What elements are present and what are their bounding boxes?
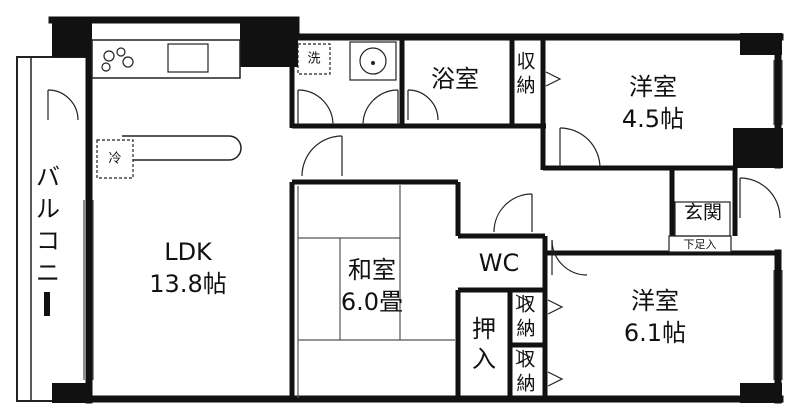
washing-machine: 洗 <box>297 43 331 75</box>
ldk-size: 13.8帖 <box>149 270 226 298</box>
balcony-char-2: ル <box>36 195 60 223</box>
oshiire-label: 押 入 <box>472 315 496 373</box>
shoe-storage-label: 下足入 <box>684 238 717 251</box>
refrigerator: 冷 <box>96 139 134 179</box>
yoshitsu-south-label: 洋室 <box>631 287 679 315</box>
balcony-char-3: コ <box>36 227 60 255</box>
exterior-walls <box>48 16 784 404</box>
closet-mid-label: 収 納 <box>516 294 535 340</box>
yoshitsu-south-size: 6.1帖 <box>624 319 686 347</box>
svg-text:収: 収 <box>516 51 535 73</box>
balcony-char-1: バ <box>36 163 60 191</box>
yoshitsu-north-size: 4.5帖 <box>622 105 684 133</box>
svg-text:収: 収 <box>516 294 535 316</box>
entrance-floor <box>674 201 731 237</box>
washitsu-label: 和室 <box>348 256 396 284</box>
balcony-label: バ ル コ ニ <box>36 163 60 316</box>
fridge-label: 冷 <box>108 152 121 167</box>
svg-text:納: 納 <box>516 318 535 340</box>
bath-label: 浴室 <box>431 65 479 93</box>
closet-bottom-label: 収 納 <box>516 349 535 395</box>
closet-top-label: 収 納 <box>516 51 535 97</box>
door-swings <box>47 71 781 387</box>
washitsu-size: 6.0畳 <box>341 288 403 316</box>
balcony-char-5-dash <box>44 292 50 316</box>
svg-text:納: 納 <box>516 75 535 97</box>
stove-icon <box>101 47 134 72</box>
svg-text:納: 納 <box>516 373 535 395</box>
interior-walls <box>289 37 780 400</box>
wash-basin <box>349 41 397 81</box>
svg-text:入: 入 <box>472 345 496 373</box>
kitchen-counter <box>91 39 241 79</box>
kitchen-peninsula <box>122 135 242 161</box>
svg-text:押: 押 <box>472 315 496 343</box>
ldk-label: LDK <box>164 238 213 266</box>
washer-label: 洗 <box>307 52 320 67</box>
windows <box>83 60 783 380</box>
balcony <box>16 56 88 402</box>
yoshitsu-north-label: 洋室 <box>629 73 677 101</box>
tatami-lines <box>297 185 455 398</box>
svg-text:収: 収 <box>516 349 535 371</box>
entrance-label: 玄関 <box>684 202 722 224</box>
wc-label: WC <box>479 249 520 277</box>
balcony-char-4: ニ <box>36 259 60 287</box>
